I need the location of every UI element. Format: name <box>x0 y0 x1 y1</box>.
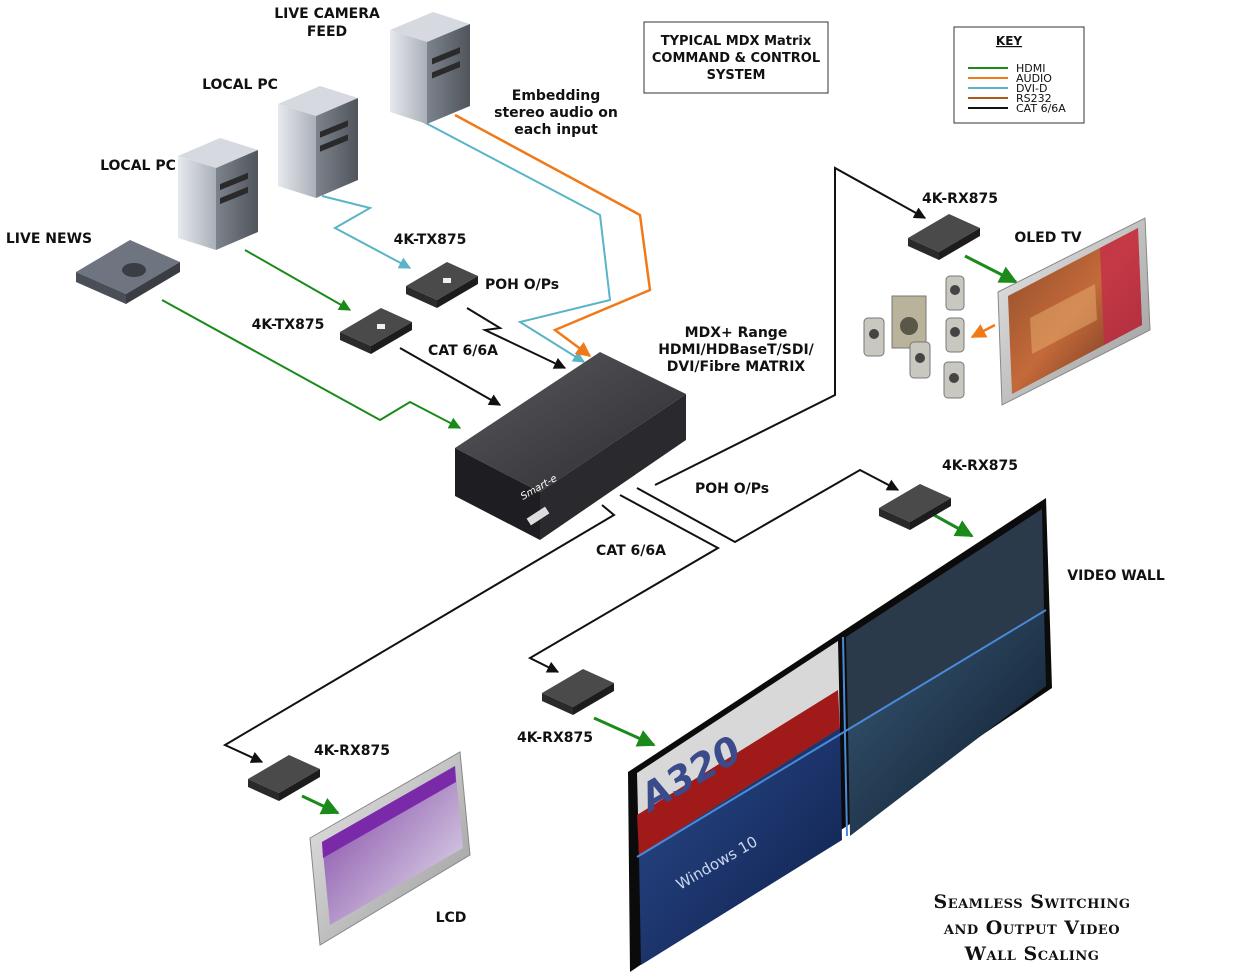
key-label-4: CAT 6/6A <box>1016 102 1066 115</box>
label-tx-upper: 4K-TX875 <box>394 232 467 248</box>
lcd-monitor <box>309 751 471 946</box>
key-label-2: DVI-D <box>1016 82 1048 95</box>
label-rx-oled: 4K-RX875 <box>922 191 998 207</box>
hdmi-cable-news-to-matrix <box>161 299 462 429</box>
rx-unit-mid <box>542 669 614 715</box>
cable-layer <box>161 113 1018 815</box>
dvi-cable-pc-to-tx <box>321 195 412 269</box>
audio-cable-camera-to-matrix <box>454 113 652 358</box>
label-rx-wall: 4K-RX875 <box>942 458 1018 474</box>
cat-cable-to-oled-rx <box>654 166 927 486</box>
camera-feed-tower <box>390 12 470 124</box>
title-line-2: COMMAND & CONTROL <box>652 51 820 66</box>
label-embedding-1: Embedding <box>512 88 601 104</box>
label-embedding-3: each input <box>514 122 598 138</box>
label-matrix-3: DVI/Fibre MATRIX <box>667 359 806 375</box>
label-live-camera-2: FEED <box>307 24 347 40</box>
label-oled-tv: OLED TV <box>1014 230 1081 246</box>
oled-tv <box>997 217 1151 406</box>
live-news-set-top-box <box>76 240 180 304</box>
label-rx-mid: 4K-RX875 <box>517 730 593 746</box>
label-poh-top: POH O/Ps <box>485 277 559 293</box>
hdmi-cable-rx-to-oled <box>964 254 1018 284</box>
key-label-1: AUDIO <box>1016 72 1052 85</box>
label-rx-lcd: 4K-RX875 <box>314 743 390 759</box>
label-matrix-2: HDMI/HDBaseT/SDI/ <box>658 342 814 358</box>
title-line-3: SYSTEM <box>707 68 766 83</box>
cat-cable-to-wall-rx <box>636 468 900 544</box>
rx-unit-lcd <box>248 755 320 801</box>
tagline-line-3: Wall Scaling <box>964 943 1100 965</box>
label-local-pc-lower: LOCAL PC <box>100 158 176 174</box>
tx-unit-upper <box>406 262 478 308</box>
label-video-wall: VIDEO WALL <box>1067 568 1165 584</box>
audio-cable-tv-to-speakers <box>970 323 996 339</box>
label-layer: LIVE CAMERA FEED LOCAL PC LOCAL PC LIVE … <box>6 6 1165 965</box>
cat-cable-to-mid-rx <box>527 494 721 673</box>
tx-unit-lower <box>340 308 412 354</box>
label-live-camera-1: LIVE CAMERA <box>274 6 380 22</box>
hdmi-cable-rx-to-wall-left <box>593 716 656 747</box>
label-live-news: LIVE NEWS <box>6 231 92 247</box>
cat-cable-tx-upper <box>466 307 567 369</box>
label-embedding-2: stereo audio on <box>494 105 618 121</box>
cat-cable-tx-lower <box>399 347 502 406</box>
tagline-line-2: and Output Video <box>943 917 1120 939</box>
dvi-cable-camera-to-matrix <box>419 119 612 363</box>
local-pc-tower-upper <box>278 86 358 198</box>
tagline-line-1: Seamless Switching <box>933 891 1130 913</box>
label-tx-lower: 4K-TX875 <box>252 317 325 333</box>
local-pc-tower-lower <box>178 138 258 250</box>
label-cat-top: CAT 6/6A <box>428 343 498 359</box>
surround-speakers <box>863 275 965 399</box>
label-matrix-1: MDX+ Range <box>685 325 788 341</box>
key-label-0: HDMI <box>1016 62 1045 75</box>
label-cat-bottom: CAT 6/6A <box>596 543 666 559</box>
title-box: TYPICAL MDX Matrix COMMAND & CONTROL SYS… <box>643 21 829 94</box>
hdmi-cable-pc-to-tx <box>244 249 352 311</box>
key-label-3: RS232 <box>1016 92 1052 105</box>
rx-unit-oled <box>908 214 980 260</box>
rx-unit-wall <box>879 484 951 530</box>
mdx-matrix-switch: Smart-e <box>455 352 686 540</box>
label-poh-bottom: POH O/Ps <box>695 481 769 497</box>
cat-cable-to-lcd-rx <box>222 504 616 763</box>
label-local-pc-upper: LOCAL PC <box>202 77 278 93</box>
hdmi-cable-rx-to-wall <box>933 513 974 538</box>
label-lcd: LCD <box>436 910 467 926</box>
key-heading: KEY <box>996 34 1022 48</box>
hdmi-cable-rx-to-lcd <box>301 794 340 815</box>
title-line-1: TYPICAL MDX Matrix <box>661 34 812 49</box>
video-wall: A320 Windows 10 <box>628 498 1052 972</box>
